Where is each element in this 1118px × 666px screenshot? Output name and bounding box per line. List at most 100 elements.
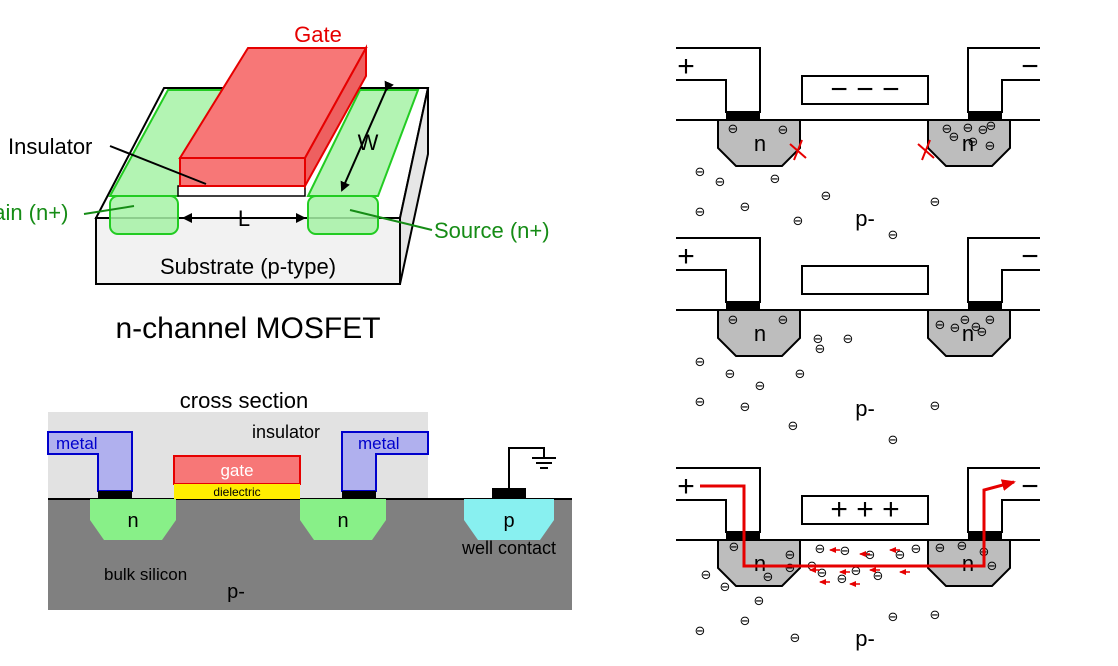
width-label: W — [358, 130, 379, 155]
electron-symbol: ⊖ — [949, 129, 960, 144]
substrate-label: Substrate (p-type) — [160, 254, 336, 279]
source-diffusion-front — [307, 195, 379, 235]
contact-left — [726, 302, 760, 310]
n-region-right-label: n — [337, 510, 348, 532]
electron-symbol: ⊖ — [851, 563, 862, 578]
electron-symbol: ⊖ — [895, 547, 906, 562]
electron-symbol: ⊖ — [785, 547, 796, 562]
terminal-right-sign: − — [1021, 470, 1039, 503]
contact-left — [726, 112, 760, 120]
n-region-right — [927, 539, 1011, 587]
electron-symbol: ⊖ — [821, 188, 832, 203]
drain-diffusion-front — [109, 195, 179, 235]
electron-symbol: ⊖ — [728, 121, 739, 136]
electron-symbol: ⊖ — [701, 567, 712, 582]
terminal-right-sign: − — [1021, 50, 1039, 83]
cross-section-illustration: cross section insulator metal metal gate… — [47, 388, 572, 610]
electron-symbol: ⊖ — [770, 171, 781, 186]
electron-symbol: ⊖ — [935, 317, 946, 332]
electron-symbol: ⊖ — [843, 331, 854, 346]
n-region-right — [927, 309, 1011, 357]
electron-symbol: ⊖ — [755, 378, 766, 393]
electron-symbol: ⊖ — [695, 394, 706, 409]
electron-symbol: ⊖ — [985, 312, 996, 327]
electron-symbol: ⊖ — [740, 199, 751, 214]
terminal-right-sign: − — [1021, 240, 1039, 273]
n-region-left — [717, 539, 801, 587]
substrate-label: p- — [855, 206, 875, 231]
gate-charge: + + + — [830, 493, 899, 526]
electron-symbol: ⊖ — [977, 324, 988, 339]
mosfet-caption: n-channel MOSFET — [115, 312, 380, 345]
width-arrow — [340, 80, 394, 192]
contact-right — [342, 491, 376, 499]
electron-symbol: ⊖ — [985, 138, 996, 153]
drain-label: Drain (n+) — [0, 200, 68, 225]
n-region-right-label: n — [962, 321, 974, 346]
gate-electrode — [801, 265, 929, 295]
electron-symbol: ⊖ — [987, 558, 998, 573]
n-region-left — [717, 119, 801, 167]
gate-label: Gate — [294, 22, 342, 47]
blocked-junction-right — [917, 139, 935, 161]
well-contact-label: well contact — [461, 538, 556, 558]
electron-symbol: ⊖ — [935, 540, 946, 555]
electron-symbol: ⊖ — [930, 194, 941, 209]
electron-symbol: ⊖ — [720, 579, 731, 594]
electron-symbol: ⊖ — [968, 134, 979, 149]
electron-symbol: ⊖ — [788, 418, 799, 433]
blocked-junction-left — [789, 139, 807, 161]
electron-symbol: ⊖ — [728, 312, 739, 327]
electron-symbol: ⊖ — [911, 541, 922, 556]
mosfet-3d-illustration: Substrate (p-type) Gate Insulator W L Dr… — [0, 22, 550, 345]
electron-symbol: ⊖ — [790, 630, 801, 645]
electron-symbol: ⊖ — [795, 366, 806, 381]
electron-symbol: ⊖ — [950, 320, 961, 335]
electron-symbol: ⊖ — [695, 623, 706, 638]
contact-right — [968, 302, 1002, 310]
electron-symbol: ⊖ — [930, 607, 941, 622]
p-region-label: p — [503, 510, 514, 532]
electron-symbol: ⊖ — [778, 312, 789, 327]
terminal-left-sign: + — [677, 50, 695, 83]
electron-symbol: ⊖ — [778, 122, 789, 137]
terminal-left-sign: + — [677, 470, 695, 503]
electron-symbol: ⊖ — [817, 565, 828, 580]
length-label: L — [238, 206, 250, 231]
electron-symbol: ⊖ — [930, 398, 941, 413]
n-region-left — [717, 309, 801, 357]
source-label: Source (n+) — [434, 218, 550, 243]
contact-right — [968, 112, 1002, 120]
insulator-layer-label: insulator — [252, 422, 320, 442]
electron-symbol: ⊖ — [978, 122, 989, 137]
source-leader — [349, 209, 433, 231]
electron-symbol: ⊖ — [763, 569, 774, 584]
electron-symbol: ⊖ — [837, 571, 848, 586]
drain-leader — [83, 205, 135, 215]
gate-charge: − − − — [830, 73, 899, 106]
n-region-left-label: n — [754, 551, 766, 576]
electron-symbol: ⊖ — [815, 341, 826, 356]
dielectric-label: dielectric — [213, 485, 260, 499]
current-path — [700, 479, 1016, 568]
n-region-right-label: n — [962, 551, 974, 576]
n-region-left — [90, 499, 176, 540]
electron-symbol: ⊖ — [695, 164, 706, 179]
p-region — [464, 499, 554, 540]
electron-symbol: ⊖ — [960, 312, 971, 327]
n-region-left-label: n — [754, 321, 766, 346]
electron-symbol: ⊖ — [740, 399, 751, 414]
electron-symbol: ⊖ — [815, 541, 826, 556]
well-contact-pad — [492, 488, 526, 499]
electron-symbol: ⊖ — [957, 538, 968, 553]
contact-left — [98, 491, 132, 499]
n-region-right-label: n — [962, 131, 974, 156]
substrate-side-face — [399, 87, 429, 285]
gate-electrode — [801, 495, 929, 525]
